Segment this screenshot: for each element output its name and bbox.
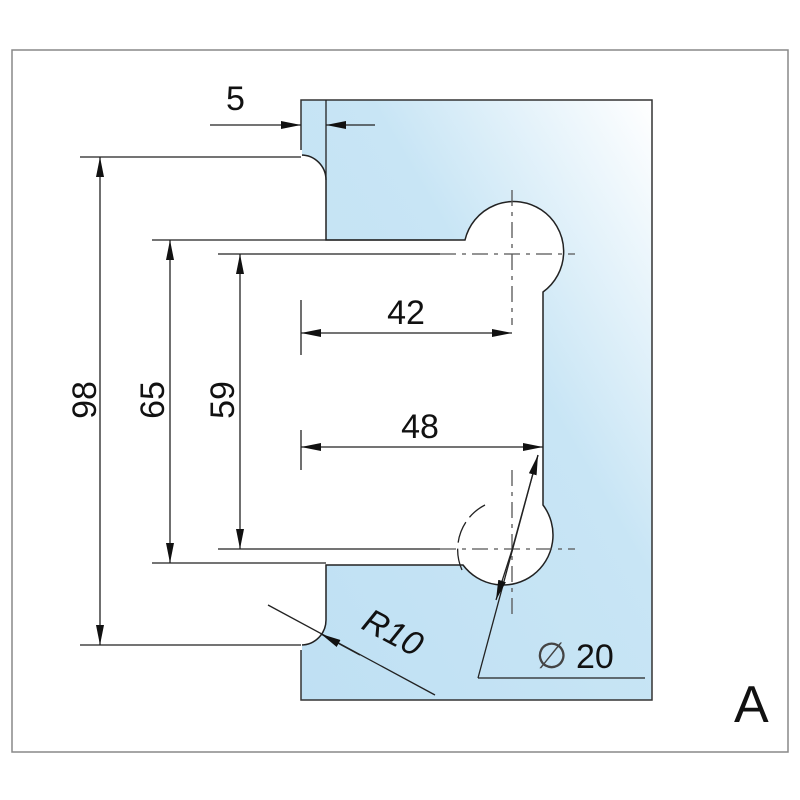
dim-59-label: 59 — [204, 381, 242, 419]
dim-hole-depth: 42 — [300, 294, 512, 355]
dim-65-label: 65 — [134, 381, 172, 419]
dim-20-label: 20 — [576, 638, 614, 676]
dim-overall-height: 98 — [66, 156, 301, 646]
center-lines — [440, 190, 575, 615]
dim-top-offset: 5 — [210, 80, 375, 180]
view-label: A — [734, 676, 769, 734]
dim-inner-spacing: 59 — [204, 253, 440, 550]
dim-98-label: 98 — [66, 381, 104, 419]
drawing-frame — [11, 49, 789, 753]
dim-42-label: 42 — [387, 294, 425, 332]
dim-outer-spacing: 65 — [134, 239, 440, 564]
dim-hole-diameter: ∅ 20 — [477, 454, 645, 679]
dim-48-label: 48 — [401, 408, 439, 446]
hinge-cutout — [300, 154, 565, 646]
dim-5-label: 5 — [226, 80, 245, 118]
diameter-symbol-icon: ∅ — [536, 635, 567, 676]
dim-cutout-depth: 48 — [300, 408, 543, 470]
